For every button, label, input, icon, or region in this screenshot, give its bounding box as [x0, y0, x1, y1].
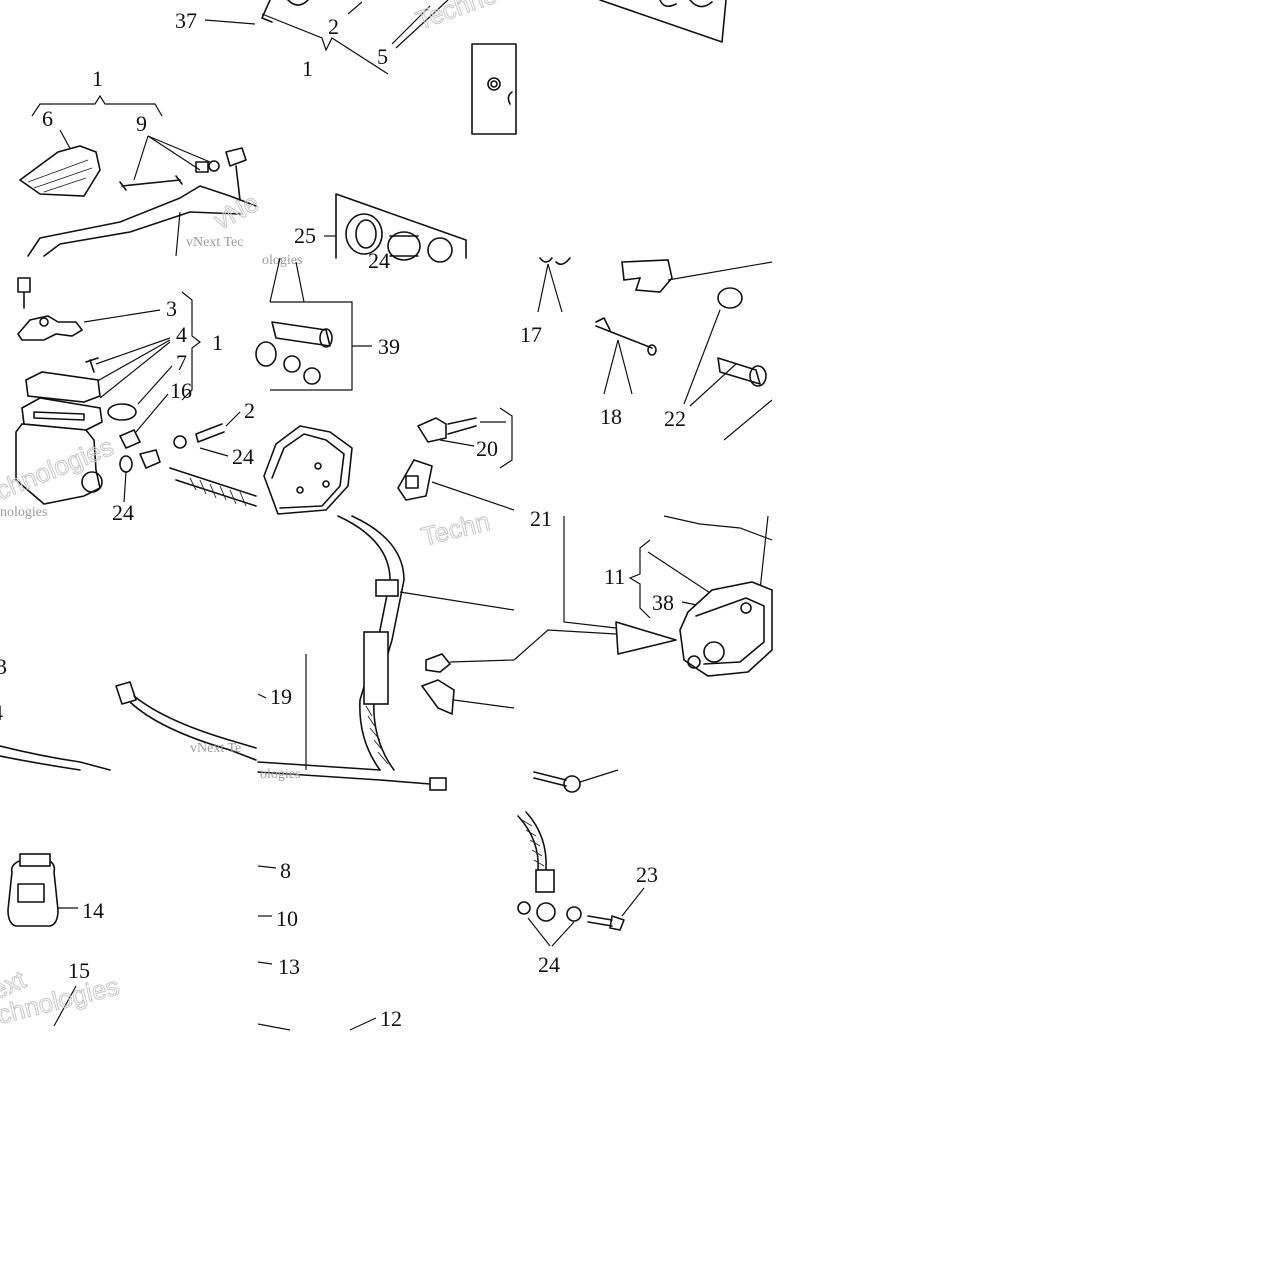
- tile-caliper-hardware: 17 18 22 20: [397, 257, 773, 511]
- callout-2-top: 2: [328, 14, 339, 39]
- brake-caliper-icon: [679, 581, 773, 677]
- banjo-fitting-icon: [535, 869, 555, 893]
- main-hose-icon: [337, 515, 405, 771]
- callout-19: 19: [270, 684, 292, 709]
- tile-master-cylinder: 3 4 1 7 16 2 24 24 chnologies nolo: [0, 277, 257, 525]
- callout-22: 22: [664, 406, 686, 431]
- brake-pad-icon: [263, 425, 353, 515]
- callout-6: 6: [42, 106, 53, 131]
- callout-10: 10: [276, 906, 298, 931]
- clamp-icon: [16, 315, 84, 341]
- callout-4: 4: [176, 322, 187, 347]
- tile-caliper-assembly: 21 11 38: [513, 506, 773, 677]
- callout-24-d: 24: [538, 952, 560, 977]
- watermark: vNext Tec: [186, 235, 243, 250]
- tile-pins-pads: ologies 39: [255, 253, 400, 515]
- callout-1-lever: 1: [92, 66, 103, 91]
- callout-1-mc: 1: [212, 330, 223, 355]
- callout-5: 5: [377, 44, 388, 69]
- svg-text:Techn: Techn: [418, 506, 493, 552]
- callout-20: 20: [476, 436, 498, 461]
- callout-17: 17: [520, 322, 542, 347]
- pad-pin-icon: [595, 317, 653, 349]
- svg-text:ologies: ologies: [260, 767, 300, 782]
- tile-hose-switch: 19 Techn ologies: [257, 505, 515, 791]
- callout-13: 13: [278, 954, 300, 979]
- lever-pad-icon: [18, 145, 101, 197]
- callout-16: 16: [170, 378, 192, 403]
- tile-cable-left: 3 4 vNext Te: [0, 654, 257, 771]
- svg-text:ologies: ologies: [262, 253, 302, 268]
- piston-icon: [387, 231, 421, 261]
- callout-8: 8: [280, 858, 291, 883]
- switch-connector-icon: [115, 681, 137, 705]
- svg-text:vNext Te: vNext Te: [190, 741, 241, 756]
- svg-text:vNe: vNe: [209, 187, 264, 235]
- callout-9: 9: [136, 111, 147, 136]
- piston-seal-icon: [345, 213, 383, 255]
- callout-14: 14: [82, 898, 104, 923]
- svg-text:Techno: Techno: [412, 0, 501, 36]
- callout-25: 25: [294, 223, 316, 248]
- guide-pin-icon: [271, 321, 331, 347]
- anti-rattle-spring-icon: [621, 259, 673, 293]
- bracket-icon: [397, 459, 433, 501]
- callout-39: 39: [378, 334, 400, 359]
- tile-brake-fluid: 14 15 ext chnologies: [0, 853, 123, 1030]
- tile-brake-lever: 37 1 6 9 vNext Tec vNe: [18, 8, 264, 257]
- brake-fluid-bottle-icon: [7, 859, 59, 927]
- svg-text:nologies: nologies: [0, 505, 47, 520]
- callout-38: 38: [652, 590, 674, 615]
- switch-wire-icon: [129, 695, 257, 761]
- callout-24-a: 24: [368, 248, 390, 273]
- callout-37: 37: [175, 8, 197, 33]
- seal-kit-box: [471, 43, 517, 135]
- callout-7: 7: [176, 350, 187, 375]
- callout-18: 18: [600, 404, 622, 429]
- callout-23: 23: [636, 862, 658, 887]
- pivot-bolt-icon: [119, 175, 183, 191]
- callout-3-mc: 3: [166, 296, 177, 321]
- callout-15: 15: [68, 958, 90, 983]
- callout-12: 12: [380, 1006, 402, 1031]
- callout-3-left: 3: [0, 654, 7, 679]
- callout-24-b: 24: [232, 444, 254, 469]
- brake-hose-icon: [169, 467, 257, 507]
- tile-small-parts: 8 10 13 12: [257, 858, 402, 1031]
- reservoir-cap-icon: [25, 371, 101, 403]
- callout-2-mc: 2: [244, 398, 255, 423]
- tile-banjo-bolt: 23 24: [517, 769, 658, 977]
- callout-21: 21: [530, 506, 552, 531]
- master-cylinder-icon: [15, 423, 101, 505]
- callout-1-top: 1: [302, 56, 313, 81]
- callout-11: 11: [604, 564, 625, 589]
- brake-lever-icon: [27, 185, 257, 257]
- callout-24-c: 24: [112, 500, 134, 525]
- slide-bolt-icon: [717, 357, 761, 385]
- banjo-bolt-icon: [587, 915, 613, 927]
- callout-4-left: 4: [0, 700, 3, 725]
- tile-caliper-seals: 2 1 5 Techno 25 24: [261, 0, 517, 273]
- tile-caliper-top: [599, 0, 727, 43]
